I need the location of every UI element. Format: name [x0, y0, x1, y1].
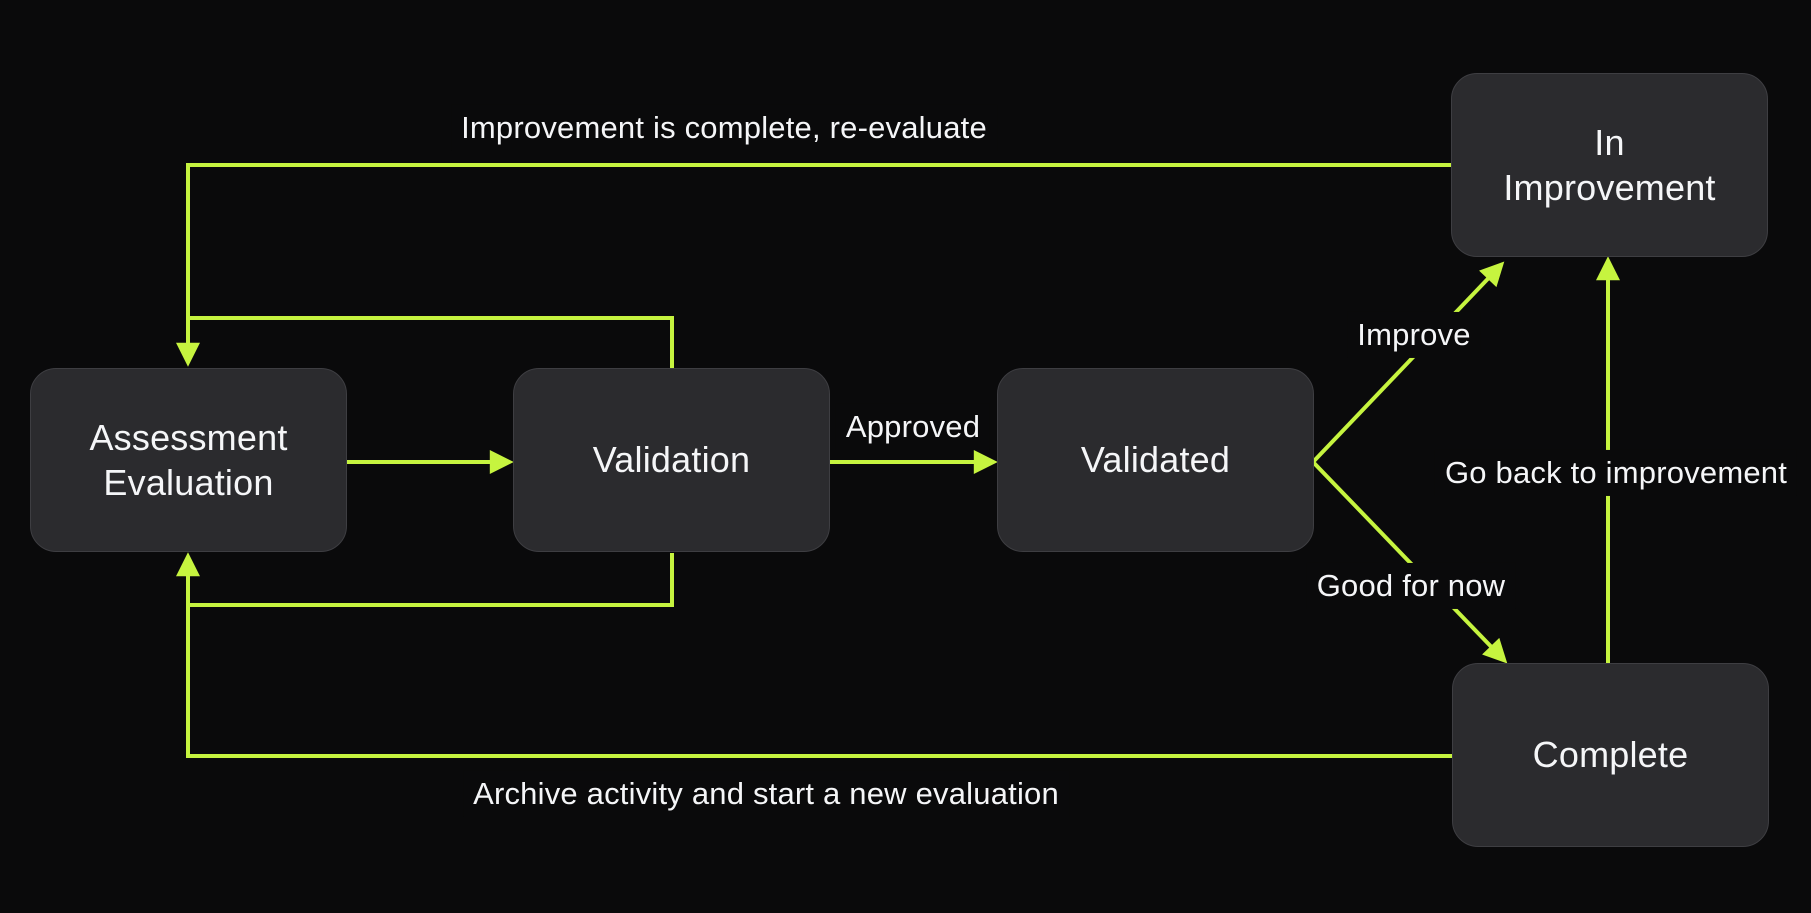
edge-label-improve: Improve: [1347, 311, 1481, 359]
edge-label-improvement-complete: Improvement is complete, re-evaluate: [451, 104, 997, 152]
node-validated: Validated: [997, 368, 1314, 552]
node-assessment-evaluation: Assessment Evaluation: [30, 368, 347, 552]
node-complete: Complete: [1452, 663, 1769, 847]
node-in-improvement-label: In Improvement: [1503, 121, 1716, 208]
node-validation-label: Validation: [592, 439, 751, 481]
node-validation: Validation: [513, 368, 830, 552]
edge-label-archive: Archive activity and start a new evaluat…: [463, 770, 1069, 818]
edge-validated-to-complete: [1311, 460, 1508, 664]
edge-label-go-back: Go back to improvement: [1434, 449, 1798, 497]
edge-validation-reject-loop-bottom: [190, 553, 674, 607]
node-validated-label: Validated: [1080, 439, 1231, 481]
edge-improvement-complete-to-assessment: [176, 163, 1451, 367]
node-complete-label: Complete: [1532, 734, 1689, 776]
edge-label-approved: Approved: [835, 403, 991, 451]
edge-validated-to-in-improvement: [1311, 261, 1505, 464]
edge-complete-to-assessment: [176, 552, 1452, 758]
edge-validation-reject-loop-top: [190, 316, 674, 368]
node-assessment-evaluation-label: Assessment Evaluation: [89, 416, 288, 503]
node-in-improvement: In Improvement: [1451, 73, 1768, 257]
edge-label-good-for-now: Good for now: [1306, 562, 1516, 610]
